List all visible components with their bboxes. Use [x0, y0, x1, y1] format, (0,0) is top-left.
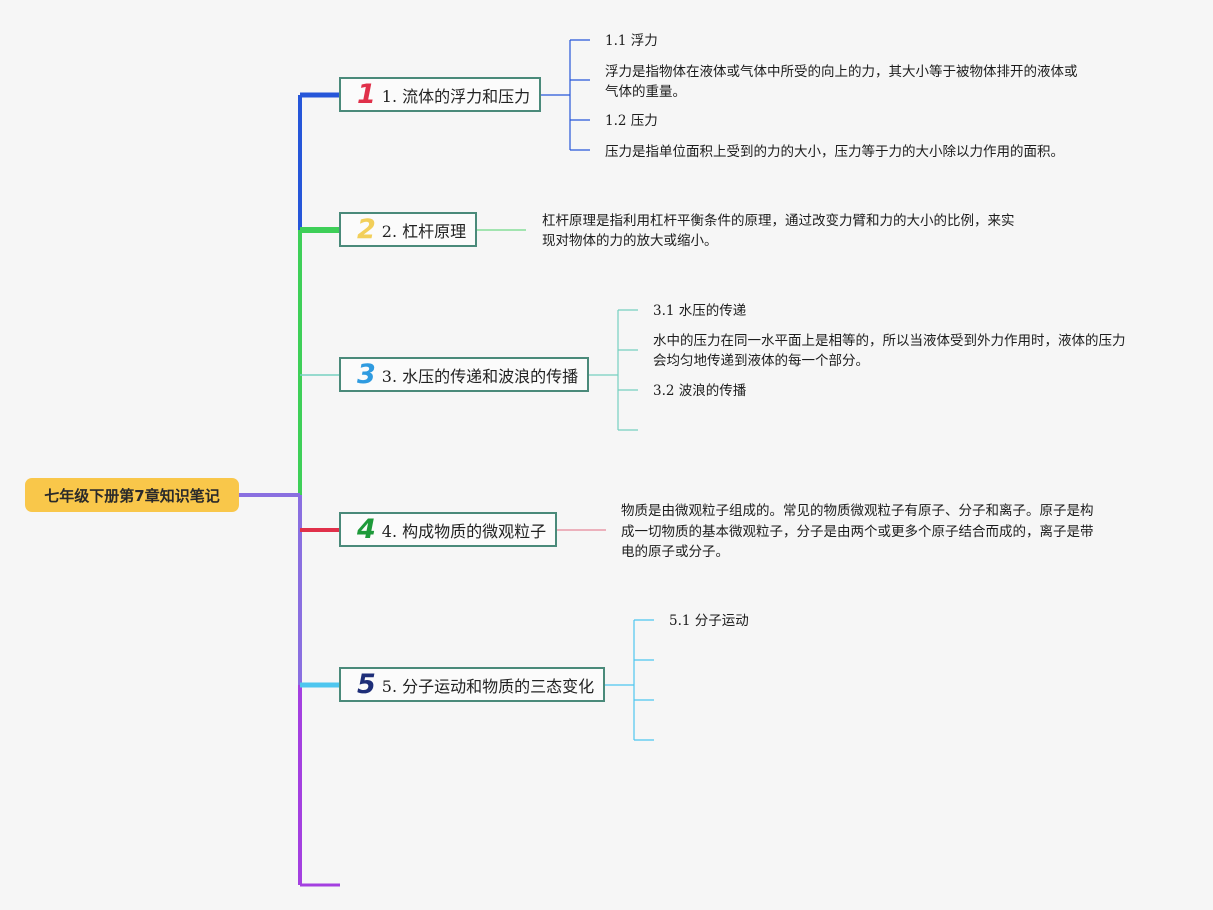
topic-1-child-4[interactable]: 1.2 压力 — [605, 113, 658, 129]
topic-1-child-5[interactable]: 压力是指单位面积上受到的力的大小，压力等于力的大小除以力作用的面积。 — [605, 144, 1064, 160]
topic-label-3: 3. 水压的传递和波浪的传播 — [381, 366, 579, 386]
topic-1-children-bracket — [540, 39, 590, 151]
topic-3-child-3[interactable]: 会均匀地传递到液体的每一个部分。 — [653, 353, 869, 369]
topic-node-3[interactable]: 3 3. 水压的传递和波浪的传播 — [339, 357, 589, 392]
badge-2-icon: 2 — [357, 214, 376, 245]
root-title: 七年级下册第7章知识笔记 — [44, 486, 220, 505]
topic-label-5: 5. 分子运动和物质的三态变化 — [381, 676, 595, 696]
topic-2-child-1[interactable]: 杠杆原理是指利用杠杆平衡条件的原理，通过改变力臂和力的大小的比例，来实 — [542, 213, 1015, 229]
badge-3-icon: 3 — [357, 359, 376, 390]
topic-3-child-4[interactable]: 3.2 波浪的传播 — [653, 383, 747, 399]
topic-4-child-3[interactable]: 电的原子或分子。 — [621, 544, 729, 560]
topic-label-4: 4. 构成物质的微观粒子 — [381, 521, 547, 541]
topic-3-child-2[interactable]: 水中的压力在同一水平面上是相等的，所以当液体受到外力作用时，液体的压力 — [653, 333, 1126, 349]
badge-4-icon: 4 — [357, 514, 376, 545]
root-topic[interactable]: 七年级下册第7章知识笔记 — [25, 478, 239, 512]
topic-3-children-bracket — [589, 309, 638, 431]
topic-2-child-2[interactable]: 现对物体的力的放大或缩小。 — [542, 233, 718, 249]
topic-1-child-3[interactable]: 气体的重量。 — [605, 84, 686, 100]
topic-node-5[interactable]: 5 5. 分子运动和物质的三态变化 — [339, 667, 605, 702]
topic-5-child-1[interactable]: 5.1 分子运动 — [669, 613, 749, 629]
topic-label-2: 2. 杠杆原理 — [381, 221, 467, 241]
badge-5-icon: 5 — [357, 669, 376, 700]
topic-3-child-1[interactable]: 3.1 水压的传递 — [653, 303, 747, 319]
topic-label-1: 1. 流体的浮力和压力 — [381, 86, 531, 106]
topic-4-child-1[interactable]: 物质是由微观粒子组成的。常见的物质微观粒子有原子、分子和离子。原子是构 — [621, 503, 1094, 519]
topic-node-1[interactable]: 1 1. 流体的浮力和压力 — [339, 77, 541, 112]
badge-1-icon: 1 — [357, 79, 376, 110]
topic-1-child-1[interactable]: 1.1 浮力 — [605, 33, 658, 49]
topic-node-2[interactable]: 2 2. 杠杆原理 — [339, 212, 477, 247]
topic-4-child-2[interactable]: 成一切物质的基本微观粒子，分子是由两个或更多个原子结合而成的，离子是带 — [621, 524, 1094, 540]
topic-1-child-2[interactable]: 浮力是指物体在液体或气体中所受的向上的力，其大小等于被物体排开的液体或 — [605, 64, 1078, 80]
topic-node-4[interactable]: 4 4. 构成物质的微观粒子 — [339, 512, 557, 547]
topic-5-children-bracket — [605, 619, 654, 741]
